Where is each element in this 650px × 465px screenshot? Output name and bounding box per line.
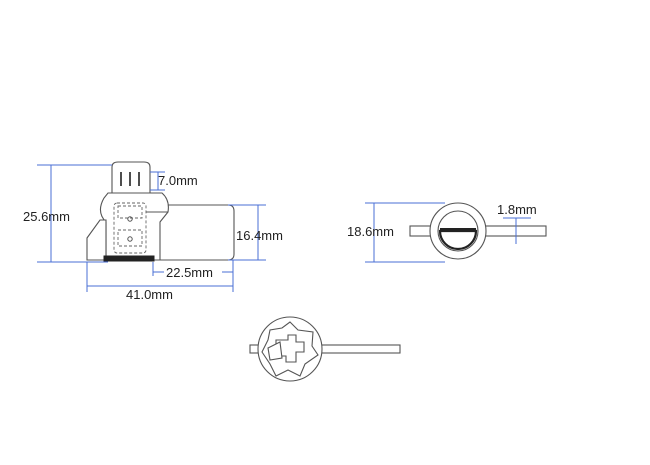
back-cam-tab [267, 341, 283, 361]
dim-knob-width: 7.0mm [158, 173, 198, 188]
back-cam-bar [249, 344, 401, 354]
side-hidden-pin-2 [117, 229, 143, 247]
side-rim [86, 219, 107, 261]
side-pin-dot-1 [127, 216, 133, 222]
side-hidden-pin-1 [117, 205, 143, 219]
dim-cam-thickness: 1.8mm [497, 202, 537, 217]
front-keyway [438, 229, 478, 251]
dim-body-height: 16.4mm [236, 228, 283, 243]
side-pin-dot-2 [127, 236, 133, 242]
side-hidden-core [113, 202, 147, 254]
side-view [86, 161, 235, 262]
dim-front-diameter: 18.6mm [347, 224, 394, 239]
side-washer [103, 255, 155, 262]
dim-body-length: 22.5mm [166, 265, 213, 280]
front-view [409, 202, 547, 260]
side-dimensions [37, 164, 266, 292]
dim-overall-height: 25.6mm [23, 209, 70, 224]
back-cam-shape [275, 334, 305, 363]
dim-overall-length: 41.0mm [126, 287, 173, 302]
side-knob [111, 161, 151, 194]
front-dimensions [365, 202, 531, 263]
back-view [249, 316, 401, 382]
side-flange-outline [99, 192, 169, 261]
